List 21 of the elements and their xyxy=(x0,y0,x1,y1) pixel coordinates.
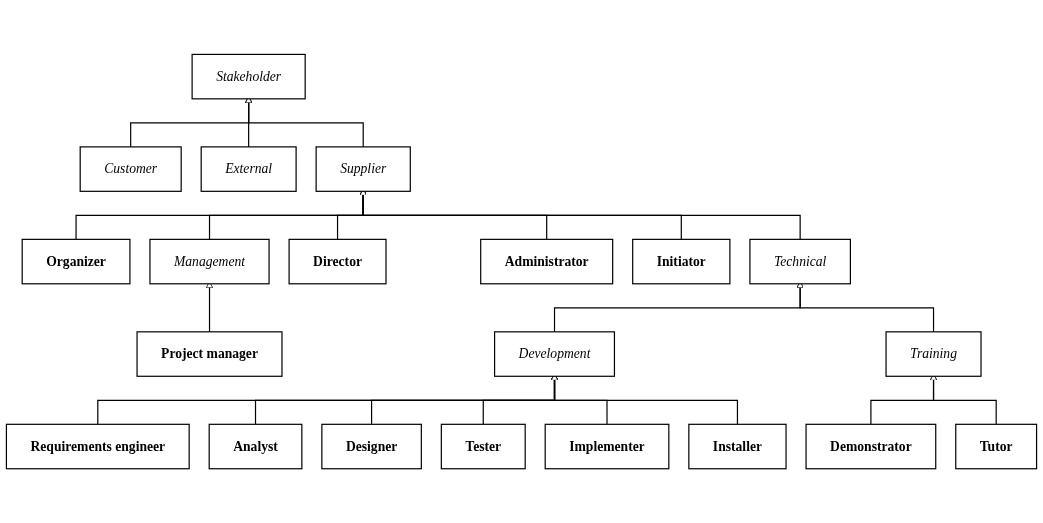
node-box: Stakeholder xyxy=(191,53,306,100)
node-box: Supplier xyxy=(315,146,411,192)
node-box: Technical xyxy=(749,238,851,285)
node-box: Project manager xyxy=(136,331,283,377)
node-box: Analyst xyxy=(208,423,303,470)
node-box: Demonstrator xyxy=(805,423,937,470)
node-box: Tutor xyxy=(955,423,1038,470)
node-box: Requirements engineer xyxy=(5,423,190,470)
node-box: Tester xyxy=(440,423,526,470)
node-box: Implementer xyxy=(544,423,670,470)
node-box: Designer xyxy=(321,423,422,470)
node-box: Installer xyxy=(688,423,787,470)
node-box: Organizer xyxy=(21,238,131,285)
node-box: Training xyxy=(885,331,982,377)
node-box: Director xyxy=(288,238,387,285)
node-box: Initiator xyxy=(632,238,731,285)
node-box: External xyxy=(200,146,297,192)
node-box: Development xyxy=(494,331,616,377)
node-box: Customer xyxy=(79,146,182,192)
node-box: Management xyxy=(149,238,270,285)
node-box: Administrator xyxy=(480,238,614,285)
